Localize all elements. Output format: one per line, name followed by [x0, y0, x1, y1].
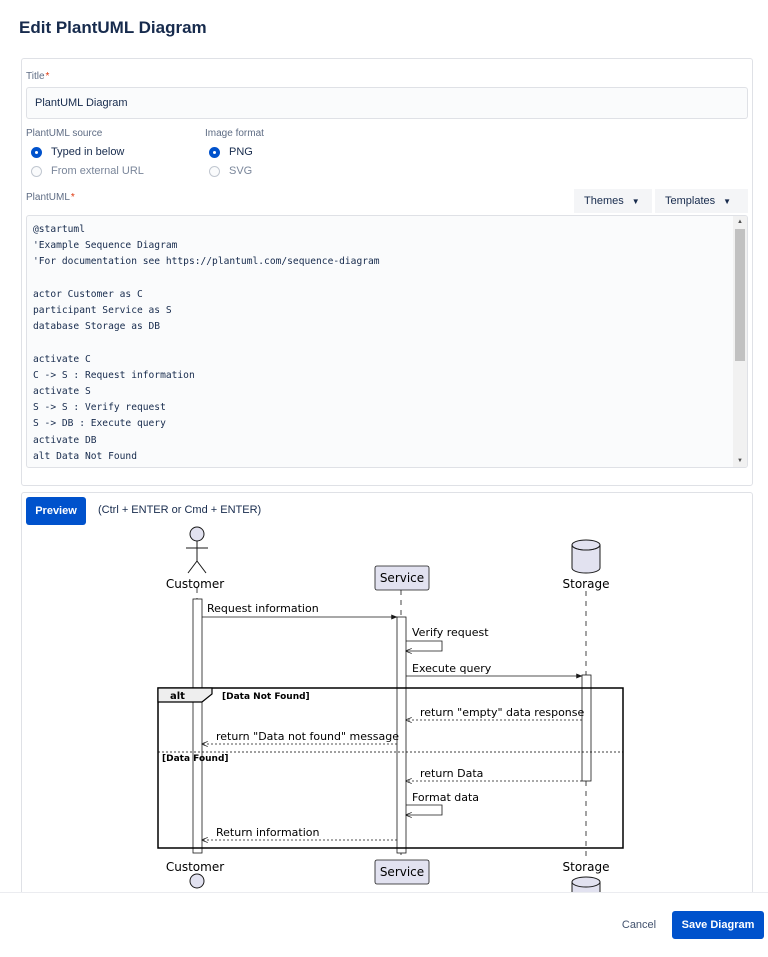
radio-unselected[interactable]: [209, 165, 220, 177]
activation-service: [396, 616, 407, 854]
scroll-thumb[interactable]: [735, 229, 745, 361]
message-return-empty: return "empty" data response: [420, 706, 585, 719]
chevron-down-icon: ▼: [723, 196, 732, 206]
database-icon-bottom: [571, 876, 601, 892]
actor-icon-bottom: [189, 873, 205, 889]
message-arrow: [406, 804, 443, 815]
message-arrow: [406, 640, 443, 651]
participant-box-service-bottom: [374, 859, 430, 885]
preview-button[interactable]: Preview: [26, 497, 86, 525]
themes-dropdown[interactable]: Themes▼: [574, 189, 652, 213]
cancel-button[interactable]: Cancel: [614, 911, 664, 939]
alt-fragment-tab: [157, 687, 213, 703]
scroll-down-arrow-icon[interactable]: ▼: [737, 458, 743, 464]
radio-unselected[interactable]: [31, 165, 42, 177]
participant-box-service-top: [374, 565, 430, 591]
save-diagram-button[interactable]: Save Diagram: [672, 911, 764, 939]
message-return-not-found: return "Data not found" message: [216, 730, 399, 743]
alt-guard-found: [Data Found]: [162, 754, 229, 764]
alt-fragment: [157, 687, 624, 849]
participant-service-top: Service: [380, 571, 424, 585]
chevron-down-icon: ▼: [631, 196, 640, 206]
alt-guard-not-found: [Data Not Found]: [222, 692, 310, 702]
message-return-information: Return information: [216, 826, 320, 839]
dialog-title: Edit PlantUML Diagram: [19, 18, 207, 37]
participant-customer-bottom: Customer: [166, 860, 224, 874]
activation-storage: [581, 674, 592, 782]
source-option-url[interactable]: From external URL: [31, 165, 144, 177]
plantuml-label: PlantUML*: [26, 192, 75, 203]
dialog-footer: Cancel Save Diagram: [0, 892, 768, 957]
participant-service-bottom: Service: [380, 865, 424, 879]
templates-dropdown[interactable]: Templates▼: [655, 189, 748, 213]
form-panel: Title* PlantUML source Typed in below Fr…: [21, 58, 753, 486]
actor-icon: [186, 526, 208, 574]
title-label: Title*: [26, 71, 50, 82]
message-format-data: Format data: [412, 791, 479, 804]
participant-customer-top: Customer: [166, 577, 224, 591]
format-option-svg[interactable]: SVG: [209, 165, 252, 177]
activation-customer: [192, 598, 203, 854]
editor-scrollbar[interactable]: ▲ ▼: [733, 216, 747, 467]
radio-selected[interactable]: [31, 146, 42, 158]
radio-selected[interactable]: [209, 146, 220, 158]
participant-storage-top: Storage: [563, 577, 610, 591]
message-verify-request: Verify request: [412, 626, 489, 639]
title-input[interactable]: [26, 87, 748, 119]
format-label: Image format: [205, 128, 264, 139]
plantuml-code[interactable]: @startuml 'Example Sequence Diagram 'For…: [33, 224, 380, 462]
source-option-typed[interactable]: Typed in below: [31, 146, 124, 158]
participant-storage-bottom: Storage: [563, 860, 610, 874]
preview-shortcut-hint: (Ctrl + ENTER or Cmd + ENTER): [98, 504, 262, 516]
database-icon: [571, 539, 601, 574]
message-request-information: Request information: [207, 602, 319, 615]
sequence-diagram: Customer Service Storage alt [Data Not F…: [157, 526, 624, 892]
plantuml-editor[interactable]: @startuml 'Example Sequence Diagram 'For…: [26, 215, 748, 468]
message-return-data: return Data: [420, 767, 483, 780]
format-option-png[interactable]: PNG: [209, 146, 253, 158]
message-execute-query: Execute query: [412, 662, 492, 675]
source-label: PlantUML source: [26, 128, 103, 139]
alt-keyword: alt: [170, 691, 185, 702]
scroll-up-arrow-icon[interactable]: ▲: [737, 219, 743, 225]
preview-panel: Preview (Ctrl + ENTER or Cmd + ENTER) Cu…: [21, 492, 753, 892]
